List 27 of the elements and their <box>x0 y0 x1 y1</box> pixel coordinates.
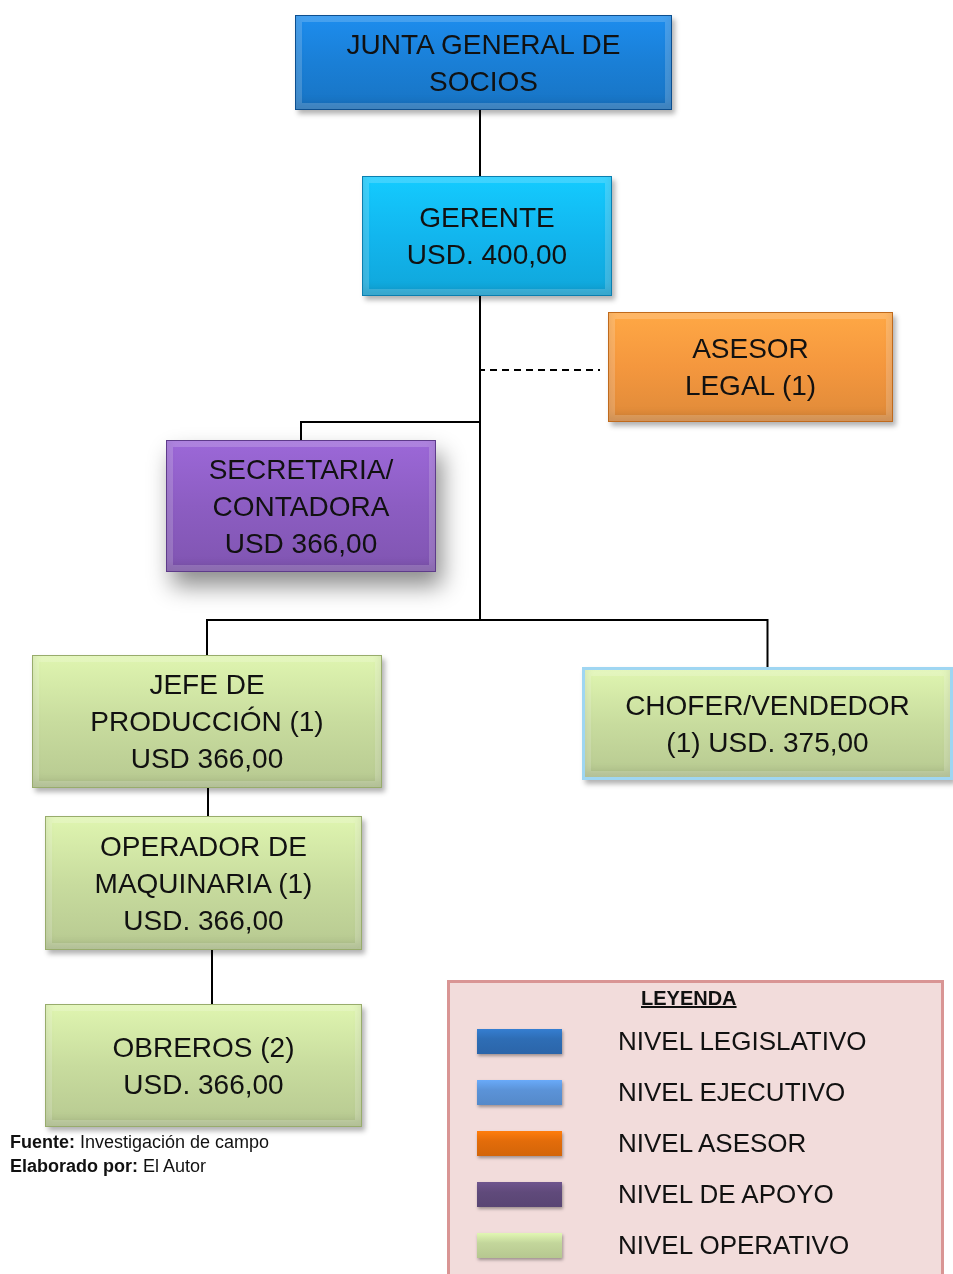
connector-line <box>207 787 209 817</box>
org-chart-box <box>582 667 953 780</box>
org-chart-box <box>362 176 612 296</box>
legend-label: NIVEL DE APOYO <box>618 1179 834 1210</box>
legend-label: NIVEL OPERATIVO <box>618 1230 850 1261</box>
org-chart-box <box>45 816 362 950</box>
box-label: ASESOR LEGAL (1) <box>683 332 818 403</box>
box-label: CHOFER/VENDEDOR (1) USD. 375,00 <box>624 688 911 760</box>
box-label: GERENTE USD. 400,00 <box>405 201 569 272</box>
org-chart-box <box>295 15 672 110</box>
org-chart-box <box>32 655 382 788</box>
org-chart-box <box>45 1004 362 1127</box>
legend-label: NIVEL ASESOR <box>618 1128 807 1159</box>
legend-label: NIVEL EJECUTIVO <box>618 1077 846 1108</box>
source-note: Elaborado por: El Autor <box>10 1156 207 1177</box>
box-label: JUNTA GENERAL DE SOCIOS <box>345 27 622 99</box>
box-label: JEFE DE PRODUCCIÓN (1) USD 366,00 <box>89 668 325 776</box>
box-label: SECRETARIA/ CONTADORA USD 366,00 <box>207 452 395 561</box>
source-note: Fuente: Investigación de campo <box>10 1132 270 1153</box>
connector-line <box>211 949 213 1005</box>
legend-title: LEYENDA <box>641 987 737 1010</box>
org-chart-box <box>166 440 436 572</box>
org-chart-box <box>608 312 893 422</box>
box-label: OPERADOR DE MAQUINARIA (1) USD. 366,00 <box>93 829 314 938</box>
legend-label: NIVEL LEGISLATIVO <box>618 1026 867 1057</box>
box-label: OBREROS (2) USD. 366,00 <box>111 1030 296 1102</box>
connector-line <box>479 109 481 177</box>
